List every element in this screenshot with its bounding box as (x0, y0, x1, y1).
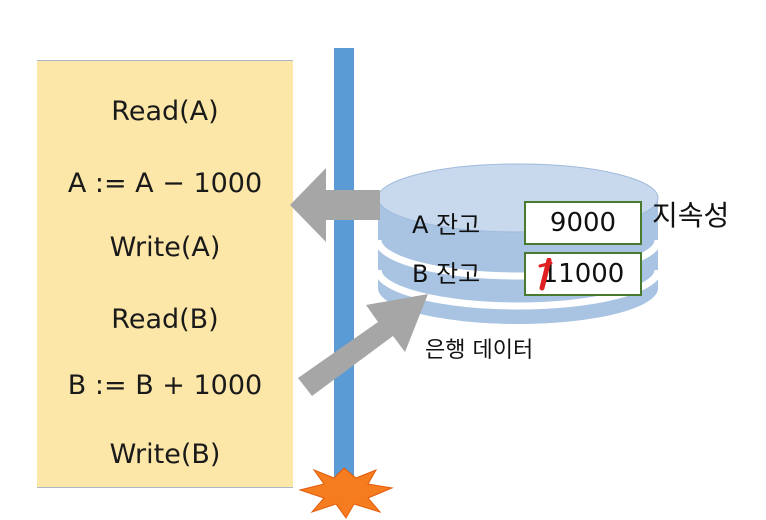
database-caption: 은행 데이터 (425, 332, 533, 364)
account-a-balance: 9000 (524, 201, 642, 245)
timeline-bar (334, 48, 354, 486)
crash-burst-icon (300, 468, 392, 518)
account-a-value: 9000 (550, 208, 616, 238)
account-a-label: A 잔고 (412, 205, 480, 240)
write-arrow (298, 294, 428, 396)
strike-mark-icon (537, 258, 555, 292)
account-b-label: B 잔고 (412, 254, 480, 289)
durability-label: 지속성 (652, 194, 729, 234)
